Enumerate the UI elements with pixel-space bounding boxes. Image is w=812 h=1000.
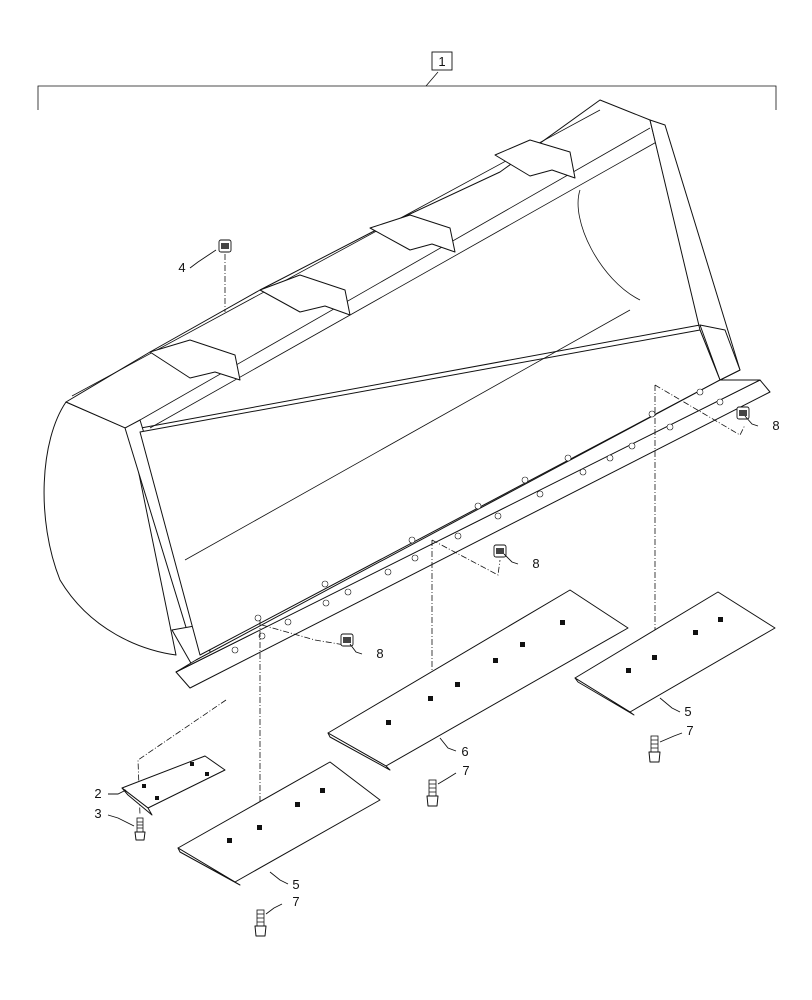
nuts: [218, 239, 750, 647]
bucket-body: [43, 99, 771, 689]
leader-lines: [107, 249, 759, 915]
cutting-edge-holes: [231, 388, 724, 654]
bolt-3: [134, 817, 146, 841]
callout-4: 4: [178, 260, 185, 275]
callout-8-center: 8: [532, 556, 539, 571]
callout-7-left: 7: [292, 894, 299, 909]
callouts: 4 8 8 8 2 3 5 6 5 7 7 7: [94, 260, 779, 909]
callout-7-right: 7: [686, 723, 693, 738]
assembly-callout-1: 1: [438, 54, 445, 69]
edge-blade-center: [327, 589, 629, 771]
bolt-7-center: [426, 779, 439, 807]
bolts: [134, 735, 661, 937]
bolt-7-right: [648, 735, 661, 763]
edge-blade-left: [177, 761, 381, 886]
callout-8-left: 8: [376, 646, 383, 661]
callout-5-right: 5: [684, 704, 691, 719]
callout-3: 3: [94, 806, 101, 821]
nut-8-right: [736, 406, 750, 420]
callout-7-center: 7: [462, 763, 469, 778]
callout-5-left: 5: [292, 877, 299, 892]
nut-8-center: [493, 544, 507, 558]
callout-6: 6: [461, 744, 468, 759]
callout-8-right: 8: [772, 418, 779, 433]
edge-blade-right: [574, 591, 776, 716]
bolt-7-left: [254, 909, 267, 937]
nut-4: [218, 239, 232, 253]
callout-2: 2: [94, 786, 101, 801]
assembly-bracket: 1: [37, 51, 777, 110]
nut-8-left: [340, 633, 354, 647]
wear-plate-small: [121, 755, 226, 816]
